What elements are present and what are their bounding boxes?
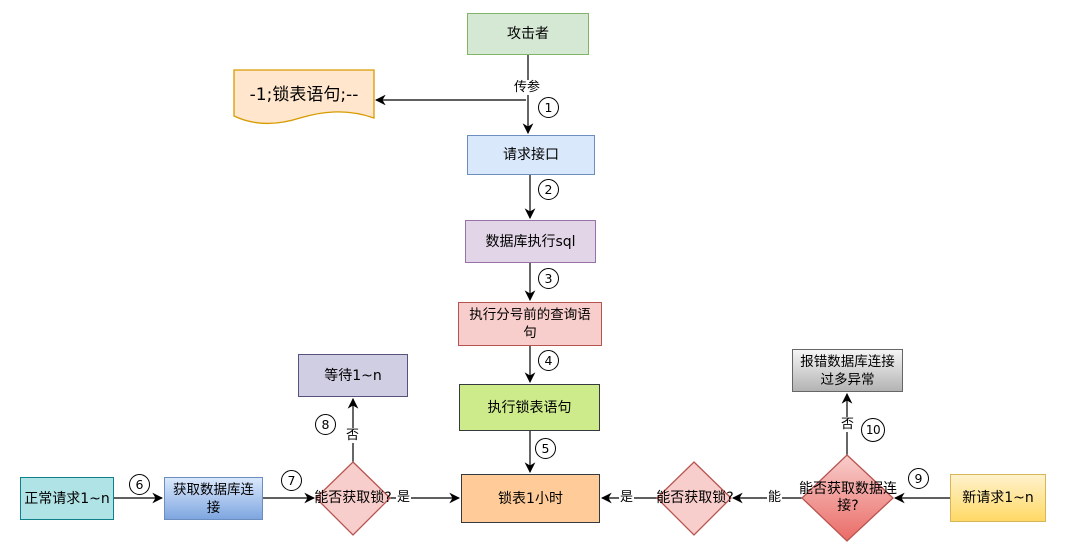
lock-table-1h-label: 锁表1小时	[498, 490, 563, 507]
normal-request-label: 正常请求1~n	[24, 490, 110, 507]
step-marker-5: 5	[535, 438, 556, 459]
lock-table-1h-node: 锁表1小时	[461, 474, 600, 523]
error-label: 报错数据库连接过多异常	[800, 353, 895, 388]
step-marker-3: 3	[538, 268, 559, 289]
wait-node: 等待1~n	[298, 354, 408, 397]
attacker-node: 攻击者	[467, 13, 589, 55]
decision-can-get-lock-2	[656, 461, 732, 536]
get-db-connection-node: 获取数据库连接	[164, 477, 263, 520]
pre-semicolon-query-node: 执行分号前的查询语句	[458, 302, 602, 346]
step-marker-4: 4	[538, 350, 559, 371]
exec-lock-table-label: 执行锁表语句	[487, 399, 572, 416]
exec-lock-table-node: 执行锁表语句	[459, 384, 600, 431]
step-marker-8: 8	[315, 414, 336, 435]
payload-document-label: -1;锁表语句;--	[249, 84, 359, 105]
payload-document-shape	[233, 69, 375, 124]
decision-can-get-lock-1-label: 能否获取锁?	[314, 489, 392, 506]
wait-label: 等待1~n	[324, 367, 382, 384]
new-request-label: 新请求1~n	[962, 490, 1034, 506]
step-marker-2: 2	[538, 179, 559, 200]
new-request-node: 新请求1~n	[950, 474, 1046, 522]
step-marker-7: 7	[281, 470, 302, 491]
step-marker-10: 10	[861, 418, 885, 442]
edge-label-yes-lock1: 是	[396, 490, 412, 505]
step-marker-9: 9	[908, 468, 929, 489]
attacker-label: 攻击者	[507, 26, 549, 42]
step-marker-1: 1	[538, 97, 559, 118]
pre-semicolon-query-label: 执行分号前的查询语句	[469, 307, 591, 341]
decision-can-get-connection-label: 能否获取数据连接?	[799, 481, 897, 514]
edge-label-pass-param: 传参	[513, 80, 542, 95]
edge-label-yes-lock2: 是	[619, 490, 635, 505]
decision-can-get-lock-1	[315, 461, 391, 536]
request-api-label: 请求接口	[503, 147, 559, 163]
error-too-many-connections-node: 报错数据库连接过多异常	[792, 349, 903, 392]
request-api-node: 请求接口	[467, 135, 595, 175]
decision-can-get-lock-2-label: 能否获取锁?	[656, 489, 734, 506]
edge-label-no-wait: 否	[345, 428, 361, 443]
db-exec-sql-label: 数据库执行sql	[485, 233, 576, 250]
get-db-connection-label: 获取数据库连接	[173, 481, 254, 516]
edge-label-no-error: 否	[840, 417, 856, 432]
normal-request-node: 正常请求1~n	[20, 477, 114, 520]
edge-label-can-conn: 能	[767, 490, 783, 505]
db-exec-sql-node: 数据库执行sql	[465, 220, 596, 263]
step-marker-6: 6	[129, 474, 150, 495]
decision-can-get-connection	[801, 454, 894, 542]
